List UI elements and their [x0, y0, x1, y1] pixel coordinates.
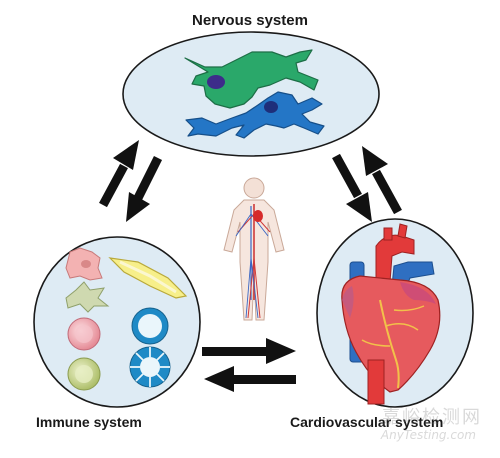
- neuron-blue-icon: [185, 91, 325, 139]
- neuron-green-icon: [184, 49, 319, 109]
- arrows: [99, 140, 402, 392]
- cardiovascular-system-group: [316, 218, 474, 408]
- nervous-system-label: Nervous system: [192, 12, 308, 29]
- cardiovascular-system-label: Cardiovascular system: [290, 414, 444, 430]
- immune-cell-icons: [65, 247, 188, 391]
- nervous-system-group: [122, 31, 380, 157]
- arrow-immune-to-nervous: [99, 140, 139, 208]
- arrow-cardio-to-immune: [204, 366, 296, 392]
- arrow-cardio-to-nervous: [362, 146, 402, 215]
- heart-icon: [341, 223, 441, 405]
- dendritic-cell-icon: [65, 281, 110, 313]
- watermark-english: AnyTesting.com: [380, 428, 476, 442]
- watermark-chinese: 嘉峪检测网: [382, 407, 482, 428]
- immune-system-label: Immune system: [36, 414, 142, 430]
- granulocyte-icon: [129, 346, 171, 388]
- human-body-icon: [223, 177, 285, 321]
- immune-system-group: [33, 236, 201, 408]
- arrow-nervous-to-immune: [126, 155, 163, 222]
- arrow-nervous-to-cardio: [332, 153, 372, 222]
- arrow-immune-to-cardio: [202, 338, 296, 364]
